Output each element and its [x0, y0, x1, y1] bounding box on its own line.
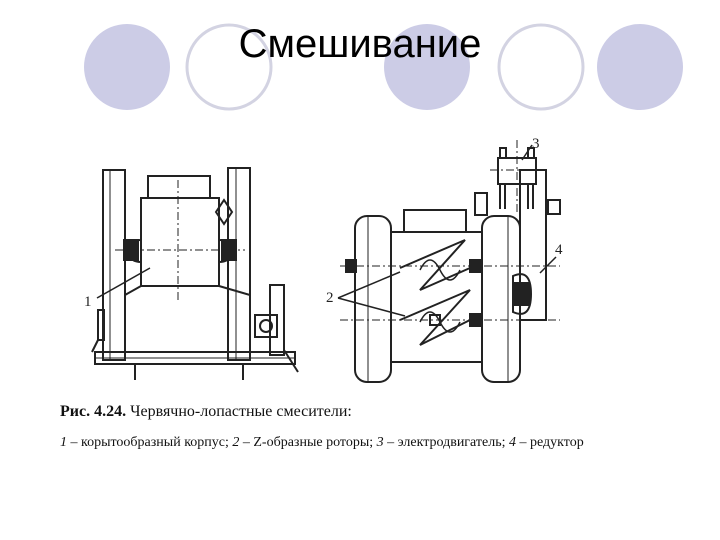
decor-circle-filled [84, 24, 170, 110]
legend-num: 2 [232, 435, 240, 450]
legend-num: 3 [376, 435, 384, 450]
callout-label-3: 3 [532, 136, 540, 152]
figure-caption: Рис. 4.24. Червячно-лопастные смесители:… [60, 402, 584, 452]
caption-title-line: Рис. 4.24. Червячно-лопастные смесители: [60, 402, 584, 422]
decor-circle-filled [597, 24, 683, 110]
caption-legend: 1 – корытообразный корпус; 2 – Z-образны… [60, 434, 584, 452]
slide-title: Смешивание [238, 22, 482, 66]
left-mixer-drawing [91, 167, 299, 380]
decor-circle-filled [384, 24, 470, 110]
decor-circle-outline [185, 23, 273, 111]
callout-label-2: 2 [326, 290, 334, 306]
legend-text: – Z-образные роторы; [239, 435, 377, 450]
legend-num: 1 [60, 435, 67, 450]
callout-label-4: 4 [555, 242, 563, 258]
header-decoration [84, 23, 683, 111]
legend-text: – корытообразный корпус; [67, 435, 233, 450]
right-mixer-drawing [337, 140, 561, 383]
mixer-drawing: 1 2 3 4 [84, 136, 563, 383]
legend-text: – электродвигатель; [383, 435, 509, 450]
decor-circle-outline [497, 23, 585, 111]
legend-num: 4 [509, 435, 516, 450]
caption-prefix: Рис. 4.24. [60, 403, 127, 420]
legend-text: – редуктор [516, 435, 584, 450]
callout-label-1: 1 [84, 294, 92, 310]
caption-title: Червячно-лопастные смесители: [130, 403, 352, 420]
